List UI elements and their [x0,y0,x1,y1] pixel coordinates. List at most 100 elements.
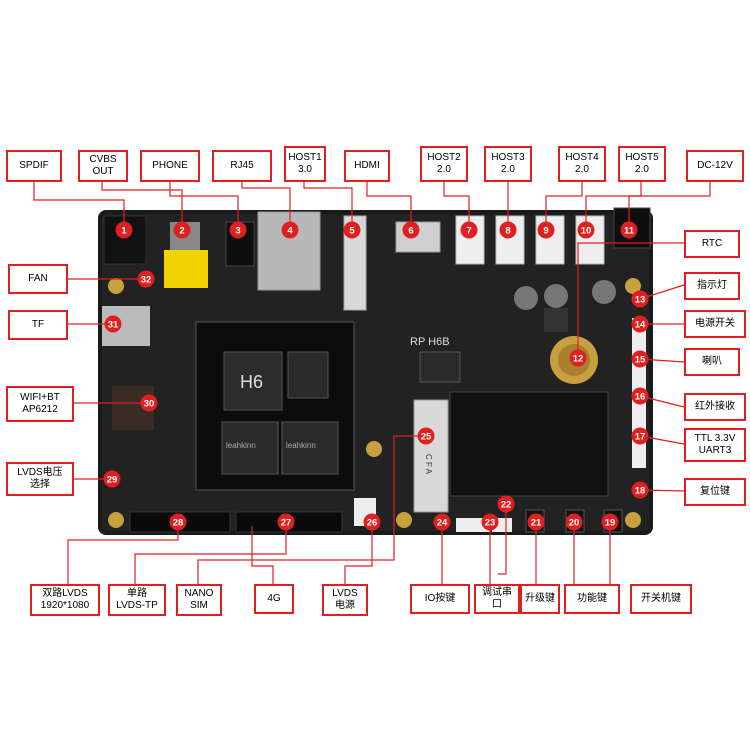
label-iokey: IO按键 [410,584,470,614]
label-fan: FAN [8,264,68,294]
mount-hole [366,441,382,457]
marker-27: 27 [277,513,295,531]
label-upgrade: 升级键 [520,584,560,614]
inductor [544,308,568,332]
mount-hole [396,512,412,528]
marker-circle [137,270,155,288]
marker-circle [631,387,649,405]
label-host3: HOST3 2.0 [484,146,532,182]
capacitor [544,284,568,308]
label-host4: HOST4 2.0 [558,146,606,182]
label-spdif: SPDIF [6,150,62,182]
soc-chip [223,351,283,411]
label-horn: 喇叭 [684,348,740,376]
mount-hole [625,512,641,528]
marker-circle [229,221,247,239]
marker-30: 30 [140,394,158,412]
marker-circle [115,221,133,239]
capacitor [592,280,616,304]
label-ttl: TTL 3.3V UART3 [684,428,746,462]
heatsink-plate [449,391,609,497]
label-dual: 双路LVDS 1920*1080 [30,584,100,616]
mount-hole [108,278,124,294]
marker-number: 25 [421,432,432,443]
marker-21: 21 [527,513,545,531]
marker-number: 7 [466,226,471,237]
marker-23: 23 [481,513,499,531]
marker-circle [497,495,515,513]
flash-chip [287,351,329,399]
marker-number: 30 [144,399,155,410]
marker-circle [527,513,545,531]
marker-13: 13 [631,290,649,308]
label-led: 指示灯 [684,272,740,300]
label-lvdspwr: LVDS 电源 [322,584,368,616]
marker-number: 32 [141,275,152,286]
ram-label-2: leahkinn [286,441,316,450]
label-host5: HOST5 2.0 [618,146,666,182]
label-cvbs: CVBS OUT [78,150,128,182]
marker-circle [631,315,649,333]
label-lvdsv: LVDS电压 选择 [6,462,74,496]
chip-label: H6 [240,372,263,392]
label-onoff: 开关机键 [630,584,692,614]
marker-number: 18 [635,486,646,497]
marker-number: 22 [501,500,512,511]
marker-circle [569,349,587,367]
label-rtc: RTC [684,230,740,258]
marker-circle [169,513,187,531]
marker-circle [601,513,619,531]
marker-number: 28 [173,518,184,529]
marker-22: 22 [497,495,515,513]
marker-circle [173,221,191,239]
label-phone: PHONE [140,150,200,182]
marker-number: 17 [635,432,646,443]
marker-circle [433,513,451,531]
marker-circle [577,221,595,239]
marker-circle [104,315,122,333]
marker-10: 10 [577,221,595,239]
marker-15: 15 [631,350,649,368]
marker-number: 31 [108,320,119,331]
marker-17: 17 [631,427,649,445]
marker-number: 15 [635,355,646,366]
marker-29: 29 [103,470,121,488]
label-tf: TF [8,310,68,340]
marker-number: 21 [531,518,542,529]
label-host2: HOST2 2.0 [420,146,468,182]
marker-circle [363,513,381,531]
label-hdmi: HDMI [344,150,390,182]
label-single: 单路 LVDS-TP [108,584,166,616]
marker-circle [343,221,361,239]
marker-circle [537,221,555,239]
marker-circle [631,290,649,308]
marker-number: 1 [121,226,127,237]
marker-7: 7 [460,221,478,239]
label-func: 功能键 [564,584,620,614]
marker-number: 11 [624,226,635,237]
mount-hole [108,512,124,528]
marker-26: 26 [363,513,381,531]
marker-24: 24 [433,513,451,531]
io-header [456,518,490,532]
model-label: RP H6B [410,336,450,348]
marker-number: 24 [437,518,448,529]
yellow-rca [164,250,208,288]
cfa-slot [413,399,449,513]
marker-28: 28 [169,513,187,531]
label-wifi: WIFI+BT AP6212 [6,386,74,422]
ic-chip [419,351,461,383]
marker-9: 9 [537,221,555,239]
label-debug: 调试串口 [474,584,520,614]
ram-chip [221,421,279,475]
marker-5: 5 [343,221,361,239]
marker-circle [565,513,583,531]
marker-number: 8 [505,226,510,237]
marker-number: 27 [281,518,292,529]
marker-circle [277,513,295,531]
marker-32: 32 [137,270,155,288]
marker-number: 26 [367,518,378,529]
marker-12: 12 [569,349,587,367]
